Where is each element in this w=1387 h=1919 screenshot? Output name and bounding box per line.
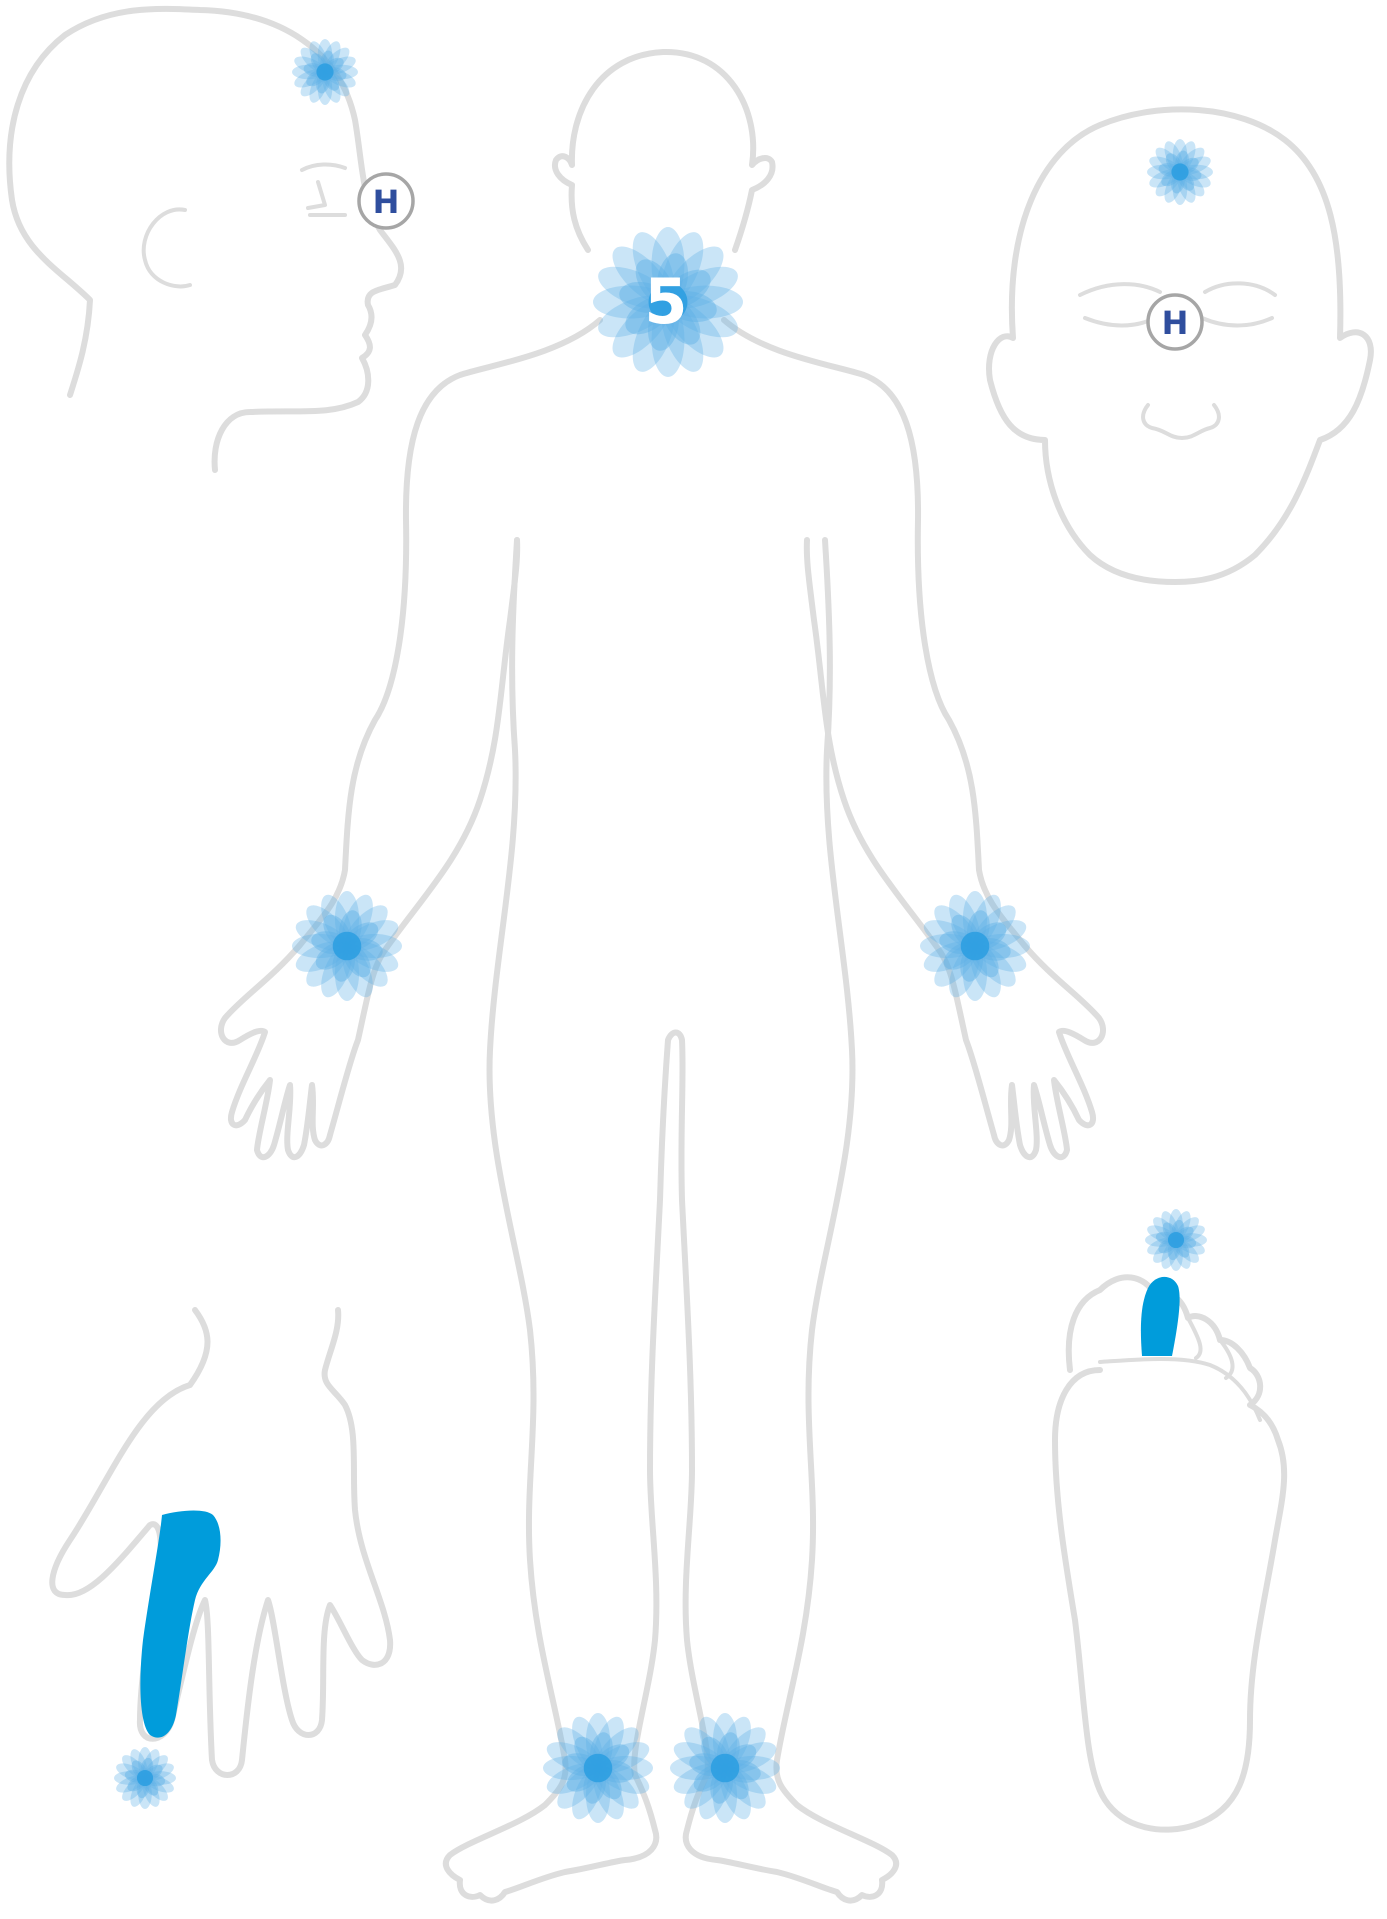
lotus-center bbox=[316, 63, 333, 80]
profile-badge-label: H bbox=[373, 183, 400, 221]
lotus-hand-thumb bbox=[114, 1747, 177, 1810]
foot-sole-illustration bbox=[1055, 1277, 1284, 1830]
lotus-foot-big-toe bbox=[1145, 1209, 1208, 1272]
lotus-right-ankle bbox=[543, 1713, 654, 1824]
throat-point-number: 5 bbox=[644, 265, 687, 338]
profile-point-badge: H bbox=[359, 174, 413, 228]
lotus-center bbox=[1168, 1232, 1184, 1248]
lotus-center bbox=[333, 932, 362, 961]
lotus-center bbox=[1171, 163, 1188, 180]
lotus-left-ankle bbox=[670, 1713, 781, 1824]
lotus-left-wrist bbox=[920, 891, 1031, 1002]
big-toe-highlight bbox=[1141, 1277, 1180, 1356]
lotus-side-head-crown bbox=[292, 39, 359, 106]
lotus-center bbox=[137, 1770, 153, 1786]
front-face-point-badge: H bbox=[1148, 295, 1202, 349]
front-face-badge-label: H bbox=[1162, 304, 1189, 342]
lotus-center bbox=[711, 1754, 740, 1783]
hand-illustration bbox=[52, 1310, 390, 1775]
lotus-front-face-forehead bbox=[1147, 139, 1214, 206]
lotus-center bbox=[584, 1754, 613, 1783]
lotus-center bbox=[961, 932, 990, 961]
lotus-right-wrist bbox=[292, 891, 403, 1002]
